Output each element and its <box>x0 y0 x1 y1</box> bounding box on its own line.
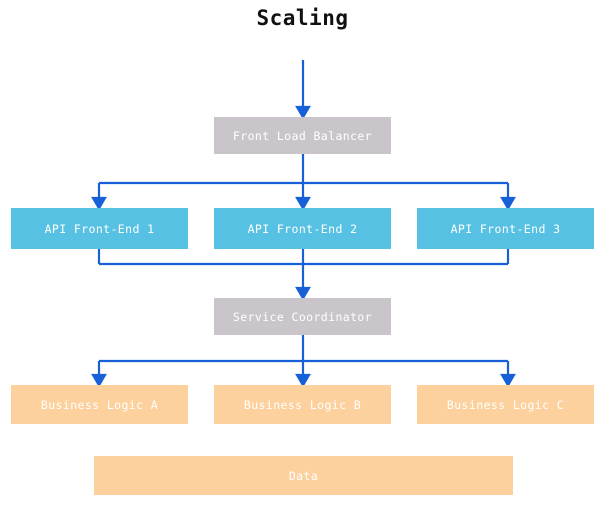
node-service-coordinator[interactable]: Service Coordinator <box>214 298 391 335</box>
node-api-front-end-3-label: API Front-End 3 <box>450 221 561 236</box>
node-business-logic-a-label: Business Logic A <box>40 397 159 412</box>
node-front-load-balancer[interactable]: Front Load Balancer <box>214 117 391 154</box>
node-data[interactable]: Data <box>94 456 513 495</box>
node-front-load-balancer-label: Front Load Balancer <box>232 128 373 143</box>
node-business-logic-a[interactable]: Business Logic A <box>11 385 188 424</box>
node-api-front-end-1[interactable]: API Front-End 1 <box>11 208 188 249</box>
node-api-front-end-1-label: API Front-End 1 <box>44 221 155 236</box>
node-api-front-end-3[interactable]: API Front-End 3 <box>417 208 594 249</box>
node-business-logic-b-label: Business Logic B <box>243 397 362 412</box>
node-api-front-end-2-label: API Front-End 2 <box>247 221 358 236</box>
node-service-coordinator-label: Service Coordinator <box>232 309 373 324</box>
node-data-label: Data <box>288 468 319 483</box>
node-business-logic-b[interactable]: Business Logic B <box>214 385 391 424</box>
node-api-front-end-2[interactable]: API Front-End 2 <box>214 208 391 249</box>
node-business-logic-c[interactable]: Business Logic C <box>417 385 594 424</box>
page-title: Scaling <box>256 6 349 30</box>
node-business-logic-c-label: Business Logic C <box>446 397 565 412</box>
